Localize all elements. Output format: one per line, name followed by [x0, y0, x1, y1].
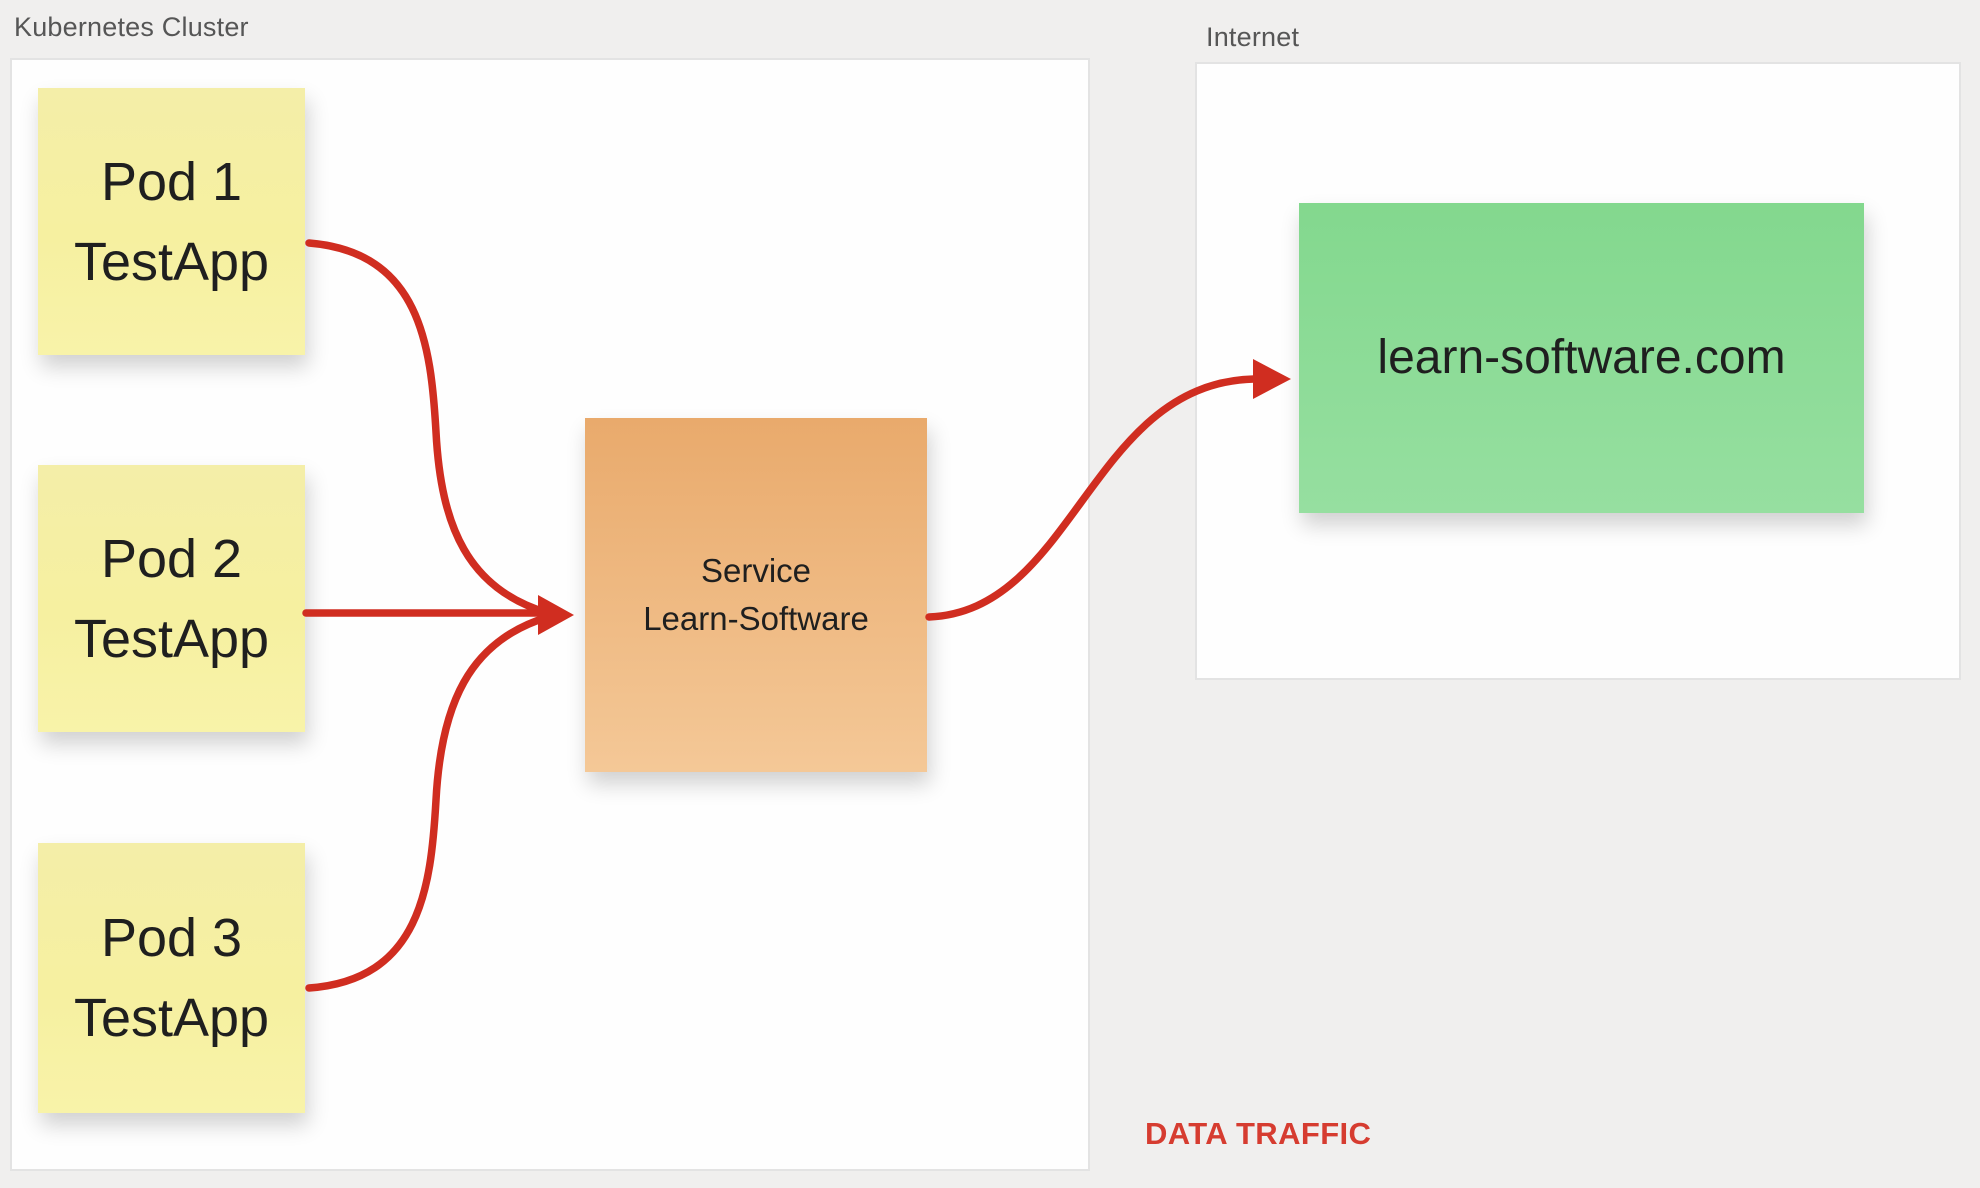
pod-2-subtitle: TestApp	[73, 608, 270, 669]
internet-label: Internet	[1206, 22, 1300, 52]
pod-3-title: Pod 3	[100, 908, 243, 968]
data-traffic-label: DATA TRAFFIC	[1145, 1116, 1372, 1151]
pod-2-note[interactable]: Pod 2 TestApp	[38, 465, 305, 732]
pod-1-subtitle: TestApp	[73, 231, 270, 292]
pod-3-note[interactable]: Pod 3 TestApp	[38, 843, 305, 1113]
kubernetes-cluster-label: Kubernetes Cluster	[14, 12, 249, 42]
website-note[interactable]: learn-software.com	[1299, 203, 1864, 513]
pod-1-title: Pod 1	[100, 151, 243, 212]
service-title: Service	[700, 552, 812, 589]
pod-2-title: Pod 2	[100, 528, 243, 589]
pod-1-note[interactable]: Pod 1 TestApp	[38, 88, 305, 355]
service-note[interactable]: Service Learn-Software	[585, 418, 927, 772]
website-label: learn-software.com	[1377, 331, 1786, 384]
pod-3-subtitle: TestApp	[73, 988, 270, 1048]
service-subtitle: Learn-Software	[643, 600, 869, 637]
